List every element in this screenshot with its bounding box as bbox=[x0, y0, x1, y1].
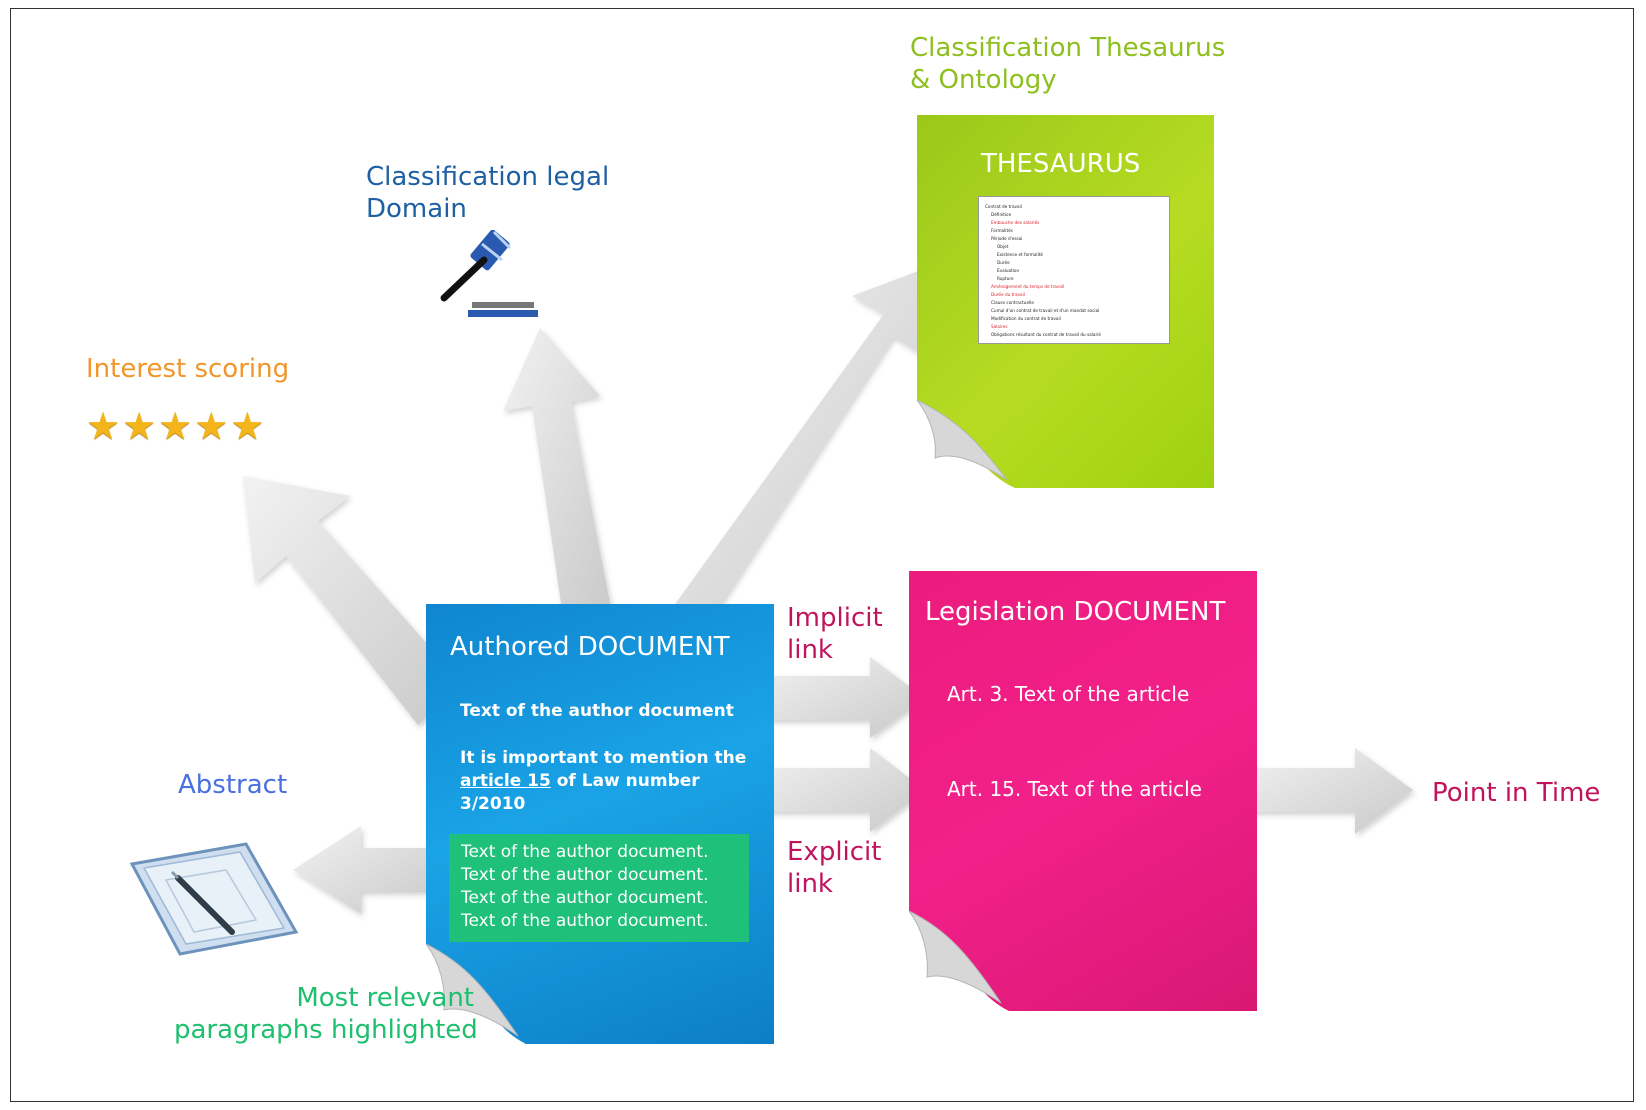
authored-document: Authored DOCUMENT Text of the author doc… bbox=[426, 604, 774, 1044]
highlight-text: Text of the author document. Text of the… bbox=[461, 841, 708, 933]
thesaurus-heading-line1: Classification Thesaurus bbox=[910, 33, 1226, 63]
mention-line1: It is important to mention the bbox=[460, 748, 747, 768]
tree-item-selected: Durée bbox=[997, 260, 1010, 265]
tree-item: Durée du travail bbox=[991, 292, 1025, 297]
star-icon: ★ bbox=[158, 404, 193, 448]
relevant-paragraphs-label: Most relevant paragraphs highlighted bbox=[174, 982, 478, 1046]
explicit-link-label: Explicit link bbox=[787, 836, 881, 900]
legislation-document: Legislation DOCUMENT Art. 3. Text of the… bbox=[909, 571, 1257, 1011]
authored-text: Text of the author document bbox=[460, 701, 734, 721]
tree-item: Modification du contrat de travail bbox=[991, 316, 1061, 321]
star-icon: ★ bbox=[86, 404, 121, 448]
article-15-link[interactable]: article 15 bbox=[460, 771, 551, 791]
mention-line3: 3/2010 bbox=[460, 794, 526, 814]
tree-item: Clause contractuelle bbox=[991, 300, 1034, 305]
arrow-to-abstract bbox=[293, 826, 440, 914]
page-curl-icon bbox=[426, 944, 526, 1044]
relevant-line1: Most relevant bbox=[296, 983, 474, 1013]
implicit-link-label: Implicit link bbox=[787, 602, 883, 666]
tree-item: Évaluation bbox=[997, 268, 1020, 273]
arrow-implicit-link bbox=[758, 657, 925, 738]
highlight-line: Text of the author document. bbox=[461, 911, 709, 931]
tree-item: Aménagement du temps de travail bbox=[991, 284, 1065, 289]
authored-mention: It is important to mention the article 1… bbox=[460, 747, 746, 816]
explicit-line1: Explicit bbox=[787, 837, 882, 867]
arrow-to-point-in-time bbox=[1243, 748, 1413, 834]
arrow-to-interest-scoring bbox=[243, 476, 462, 725]
legal-domain-line1: Classification legal bbox=[366, 162, 610, 192]
tree-item: Objet bbox=[997, 244, 1009, 249]
highlight-line: Text of the author document. bbox=[461, 865, 709, 885]
point-in-time-label: Point in Time bbox=[1432, 778, 1601, 808]
legal-domain-label: Classification legal Domain bbox=[366, 161, 609, 225]
gavel-icon bbox=[440, 230, 538, 317]
star-icon: ★ bbox=[194, 404, 229, 448]
star-icon: ★ bbox=[230, 404, 265, 448]
tree-item: Définition bbox=[991, 212, 1012, 217]
relevant-line2: paragraphs highlighted bbox=[174, 1015, 478, 1045]
article-15-text: Art. 15. Text of the article bbox=[947, 777, 1202, 801]
rating-stars: ★★★★★ bbox=[86, 404, 266, 448]
tree-item: Obligations résultant du contrat de trav… bbox=[991, 332, 1101, 337]
tree-item: Salaires bbox=[991, 324, 1008, 329]
article-3-text: Art. 3. Text of the article bbox=[947, 682, 1190, 706]
page-curl-icon bbox=[917, 400, 1015, 488]
thesaurus-title: THESAURUS bbox=[981, 149, 1141, 179]
mention-line2: of Law number bbox=[550, 771, 700, 791]
tablet-pen-icon bbox=[129, 842, 299, 956]
abstract-label: Abstract bbox=[178, 770, 288, 800]
tree-item: Formalités bbox=[991, 228, 1013, 233]
page-curl-icon bbox=[909, 911, 1009, 1011]
arrow-to-legal-domain bbox=[503, 328, 612, 617]
highlight-line: Text of the author document. bbox=[461, 842, 709, 862]
arrow-to-thesaurus bbox=[668, 261, 945, 620]
thesaurus-heading: Classification Thesaurus & Ontology bbox=[910, 32, 1225, 96]
highlight-line: Text of the author document. bbox=[461, 888, 709, 908]
interest-scoring-label: Interest scoring bbox=[86, 354, 290, 384]
highlighted-paragraphs: Text of the author document. Text of the… bbox=[449, 834, 749, 942]
tree-item: Contrat de travail bbox=[985, 204, 1022, 209]
tree-item: Rupture bbox=[997, 276, 1014, 281]
tree-item: Cumul d'un contrat de travail et d'un ma… bbox=[991, 308, 1100, 313]
implicit-line2: link bbox=[787, 635, 833, 665]
implicit-line1: Implicit bbox=[787, 603, 883, 633]
diagram-frame bbox=[10, 8, 1634, 1102]
tree-item: Embauche des salariés bbox=[991, 220, 1040, 225]
thesaurus-tree: Contrat de travail Définition Embauche d… bbox=[978, 196, 1170, 344]
arrow-explicit-link bbox=[758, 748, 925, 832]
authored-title: Authored DOCUMENT bbox=[450, 632, 730, 662]
legislation-title: Legislation DOCUMENT bbox=[925, 597, 1226, 627]
star-icon: ★ bbox=[122, 404, 157, 448]
explicit-line2: link bbox=[787, 869, 833, 899]
tree-item: Période d'essai bbox=[991, 236, 1023, 241]
thesaurus-heading-line2: & Ontology bbox=[910, 65, 1057, 95]
legal-domain-line2: Domain bbox=[366, 194, 467, 224]
tree-item: Existence et formalité bbox=[997, 252, 1043, 257]
